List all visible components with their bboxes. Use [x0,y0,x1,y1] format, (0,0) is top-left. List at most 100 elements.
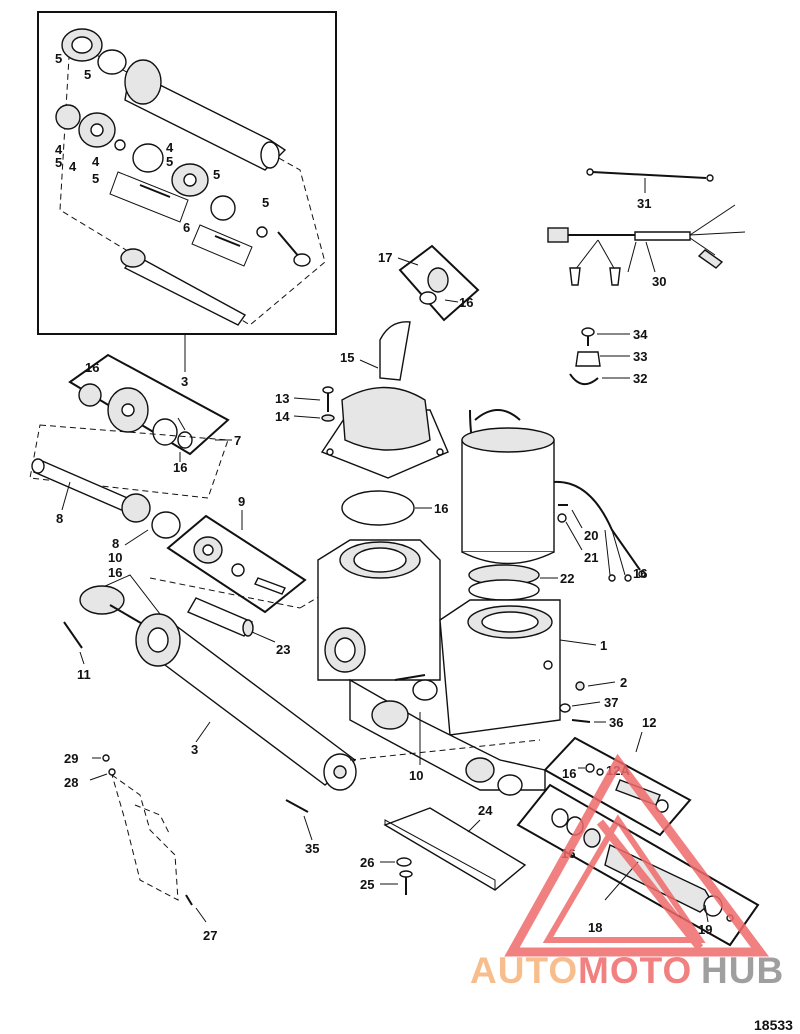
washer-37-part [559,703,571,713]
callout-3a: 3 [181,374,188,389]
screw-36-part [571,719,591,723]
callout-8b: 8 [112,536,119,551]
valve-piston-part [171,163,209,197]
wiring-harness-part [547,204,746,286]
callout-13: 13 [275,391,289,406]
callout-30: 30 [652,274,666,289]
screw-13-part [322,386,334,412]
o-ring-16-8-part [151,511,181,539]
small-ring-part-2 [256,226,268,238]
callout-7: 7 [234,433,241,448]
small-ring-part [114,139,126,151]
washer-14-part [321,414,335,422]
nut-28-part [108,768,116,776]
piston-box-7 [68,353,230,456]
screw-part [277,231,311,267]
check-valve-part-2 [214,235,241,247]
watermark-moto: MOTO [578,950,692,991]
o-ring-16-part [419,291,437,305]
callout-5g: 5 [262,195,269,210]
callout-5c: 5 [55,155,62,170]
callout-5d: 5 [92,171,99,186]
trim-cylinder-part [79,574,357,791]
callout-10b: 10 [409,768,423,783]
callout-16d: 16 [173,460,187,475]
callout-4b: 4 [69,159,77,174]
end-cap-part [61,28,103,62]
pump-body-part [317,539,561,796]
callout-5e: 5 [166,154,173,169]
piston-rod-part [120,248,247,326]
callout-14: 14 [275,409,290,424]
callout-5f: 5 [213,167,220,182]
reservoir-cover-part [320,321,449,479]
pin-23-part [187,597,254,637]
valve-box-17 [398,244,480,322]
callout-6: 6 [183,220,190,235]
callout-22: 22 [560,571,574,586]
pin-11-part [63,621,83,649]
motor-leads-part [553,480,646,582]
piston-part [78,112,116,148]
electric-motor-part [461,409,555,601]
callout-2: 2 [620,675,627,690]
callout-4a: 4 [55,142,63,157]
callout-24: 24 [478,803,493,818]
screw-34-part [581,327,595,346]
check-valve-part [139,184,171,198]
callout-16e: 16 [108,565,122,580]
rod-8-part [31,458,151,523]
watermark-hub: HUB [701,950,784,991]
callout-28: 28 [64,775,78,790]
plate-24-part [383,807,527,891]
callout-34: 34 [633,327,648,342]
pin-35-part [285,799,309,813]
callout-19: 19 [698,922,712,937]
callout-18: 18 [588,920,602,935]
callout-16f: 16 [633,566,647,581]
seal-part [55,104,81,130]
clip-33-part [575,351,601,367]
callout-8a: 8 [56,511,63,526]
screw-25-part [399,870,413,895]
cylinder-tube-part [124,59,287,171]
ground-wire-part [586,168,714,182]
callout-23: 23 [276,642,290,657]
o-ring-part-3 [210,195,236,221]
callout-5a: 5 [55,51,62,66]
clamp-32-part [569,373,599,385]
watermark-logo: AUTO MOTO HUB [470,753,784,991]
inset-box-cylinder-parts [37,11,337,335]
callout-20: 20 [584,528,598,543]
washer-26-part [396,857,412,867]
callout-26: 26 [360,855,374,870]
callout-16c: 16 [85,360,99,375]
callout-1: 1 [600,638,607,653]
callout-9: 9 [238,494,245,509]
callout-10a: 10 [108,550,122,565]
callout-31: 31 [637,196,651,211]
callout-33: 33 [633,349,647,364]
o-ring-part [97,49,127,75]
watermark-auto: AUTO [470,950,578,991]
transom-bracket-part [111,773,179,901]
callout-21: 21 [584,550,598,565]
callout-16g: 16 [562,766,576,781]
callout-32: 32 [633,371,647,386]
screw-27-part [185,894,193,906]
callout-3b: 3 [191,742,198,757]
valve-17-part [427,267,449,293]
screw-29-part [102,754,110,762]
callout-16a: 16 [459,295,473,310]
callout-15: 15 [340,350,354,365]
callout-11: 11 [77,667,91,682]
callout-17: 17 [378,250,392,265]
valve-box-9 [166,514,307,614]
callout-4d: 4 [166,140,174,155]
washer-21-part [557,513,567,523]
callout-37: 37 [604,695,618,710]
figure-number: 18533 [754,1017,793,1033]
o-ring-16b-part [341,490,415,526]
callout-5b: 5 [84,67,91,82]
